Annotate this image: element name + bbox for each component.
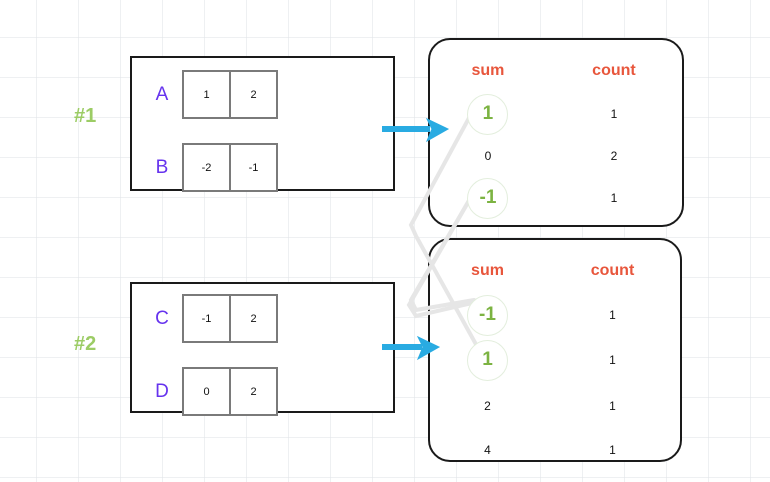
- sum-chip-highlight: 1: [467, 339, 508, 381]
- matrix-row-a: A 1 2: [142, 70, 278, 119]
- group-label-2: #2: [74, 333, 97, 355]
- header-count-1: count: [592, 62, 636, 79]
- result-table-2: sum count -1 1 1 1 2 1 4 1: [428, 238, 682, 462]
- table-row: -1 1: [430, 292, 680, 338]
- header-sum-2: sum: [471, 262, 504, 279]
- count-cell: 1: [610, 191, 618, 205]
- count-cell: 1: [609, 399, 616, 413]
- group-label-1: #1: [74, 105, 97, 127]
- matrix-cell-b1: -1: [229, 143, 278, 192]
- matrix-row-letter-b: B: [155, 156, 169, 178]
- table-row: 4 1: [430, 430, 680, 470]
- result-table-1-header: sum count: [430, 62, 682, 80]
- result-table-1: sum count 1 1 0 2 -1 1: [428, 38, 684, 227]
- result-table-2-body: -1 1 1 1 2 1 4 1: [430, 292, 680, 470]
- sum-chip-highlight: 1: [467, 93, 509, 135]
- matrix-cell-a1: 2: [229, 70, 278, 119]
- matrix-row-d: D 0 2: [142, 367, 278, 416]
- matrix-cell-b0: -2: [182, 143, 231, 192]
- matrix-cells-b: -2 -1: [182, 143, 278, 192]
- matrix-cell-d0: 0: [182, 367, 231, 416]
- sum-chip-highlight: -1: [467, 177, 509, 219]
- table-row: -1 1: [430, 176, 682, 220]
- matrix-cell-a0: 1: [182, 70, 231, 119]
- sum-cell: -1: [430, 294, 545, 336]
- matrix-panel-2: C -1 2 D 0 2: [130, 282, 395, 416]
- matrix-cells-c: -1 2: [182, 294, 278, 343]
- table-row: 1 1: [430, 338, 680, 382]
- matrix-cell-c1: 2: [229, 294, 278, 343]
- count-cell: 1: [610, 107, 618, 121]
- matrix-cells-a: 1 2: [182, 70, 278, 119]
- matrix-cell-d1: 2: [229, 367, 278, 416]
- header-sum-1: sum: [471, 62, 505, 79]
- sum-cell: 0: [484, 149, 492, 163]
- matrix-row-b: B -2 -1: [142, 143, 278, 192]
- count-cell: 1: [609, 308, 616, 322]
- matrix-cell-c0: -1: [182, 294, 231, 343]
- matrix-row-letter-a: A: [155, 83, 169, 105]
- sum-cell: 1: [430, 93, 546, 135]
- count-cell: 1: [609, 353, 616, 367]
- table-row: 0 2: [430, 136, 682, 176]
- table-row: 2 1: [430, 382, 680, 430]
- sum-cell: 4: [484, 443, 491, 457]
- sum-chip-highlight: -1: [467, 294, 508, 336]
- matrix-row-letter-d: D: [155, 380, 169, 402]
- matrix-panel-1: A 1 2 B -2 -1: [130, 56, 395, 192]
- sum-cell: 2: [484, 399, 491, 413]
- sum-cell: 1: [430, 339, 545, 381]
- matrix-row-letter-c: C: [155, 307, 169, 329]
- sum-cell: -1: [430, 177, 546, 219]
- table-row: 1 1: [430, 92, 682, 136]
- matrix-cells-d: 0 2: [182, 367, 278, 416]
- count-cell: 1: [609, 443, 616, 457]
- result-table-1-body: 1 1 0 2 -1 1: [430, 92, 682, 220]
- count-cell: 2: [610, 149, 618, 163]
- header-count-2: count: [590, 262, 635, 279]
- result-table-2-header: sum count: [430, 262, 680, 280]
- matrix-row-c: C -1 2: [142, 294, 278, 343]
